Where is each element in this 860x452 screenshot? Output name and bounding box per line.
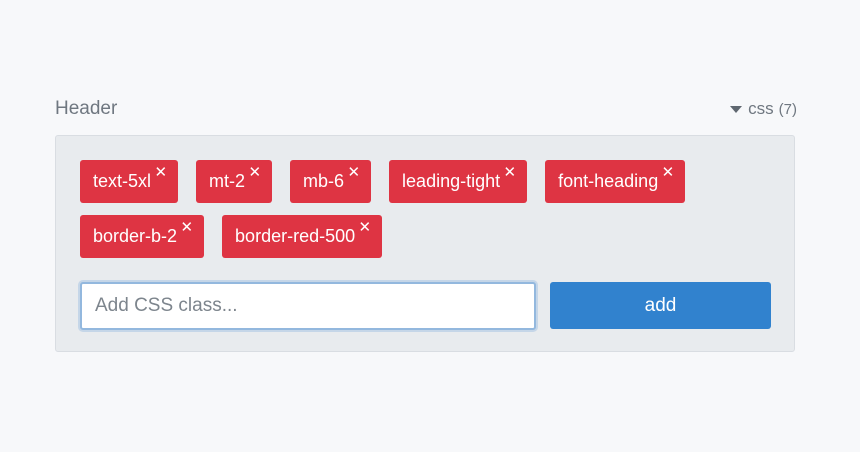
close-icon[interactable]: ✕ bbox=[503, 164, 517, 181]
close-icon[interactable]: ✕ bbox=[154, 164, 168, 181]
section-title: Header bbox=[55, 98, 118, 119]
add-button[interactable]: add bbox=[550, 282, 771, 329]
css-tag: leading-tight ✕ bbox=[389, 160, 528, 203]
close-icon[interactable]: ✕ bbox=[661, 164, 675, 181]
close-icon[interactable]: ✕ bbox=[180, 219, 194, 236]
close-icon[interactable]: ✕ bbox=[248, 164, 262, 181]
css-toggle-label: css bbox=[748, 99, 774, 118]
caret-down-icon bbox=[730, 106, 743, 113]
css-tag: border-red-500 ✕ bbox=[222, 215, 383, 258]
css-tag: text-5xl ✕ bbox=[80, 160, 179, 203]
css-class-editor: text-5xl ✕ mt-2 ✕ mb-6 ✕ leading-tight ✕… bbox=[55, 135, 795, 352]
css-tag-list: text-5xl ✕ mt-2 ✕ mb-6 ✕ leading-tight ✕… bbox=[80, 160, 770, 258]
css-tag-label: font-heading bbox=[558, 171, 659, 191]
css-tag-label: mt-2 bbox=[209, 171, 246, 191]
close-icon[interactable]: ✕ bbox=[358, 219, 372, 236]
css-tag: mt-2 ✕ bbox=[196, 160, 273, 203]
css-toggle[interactable]: css (7) bbox=[730, 99, 797, 119]
panel-header: Header css (7) bbox=[55, 96, 797, 122]
css-tag-label: border-b-2 bbox=[93, 226, 178, 246]
css-tag: border-b-2 ✕ bbox=[80, 215, 205, 258]
css-tag: font-heading ✕ bbox=[545, 160, 686, 203]
css-tag-label: mb-6 bbox=[303, 171, 345, 191]
css-class-count: (7) bbox=[778, 100, 797, 118]
css-tag: mb-6 ✕ bbox=[290, 160, 372, 203]
css-tag-label: border-red-500 bbox=[235, 226, 356, 246]
close-icon[interactable]: ✕ bbox=[347, 164, 361, 181]
add-css-class-input[interactable] bbox=[80, 282, 536, 330]
css-tag-label: leading-tight bbox=[402, 171, 501, 191]
css-tag-label: text-5xl bbox=[93, 171, 152, 191]
